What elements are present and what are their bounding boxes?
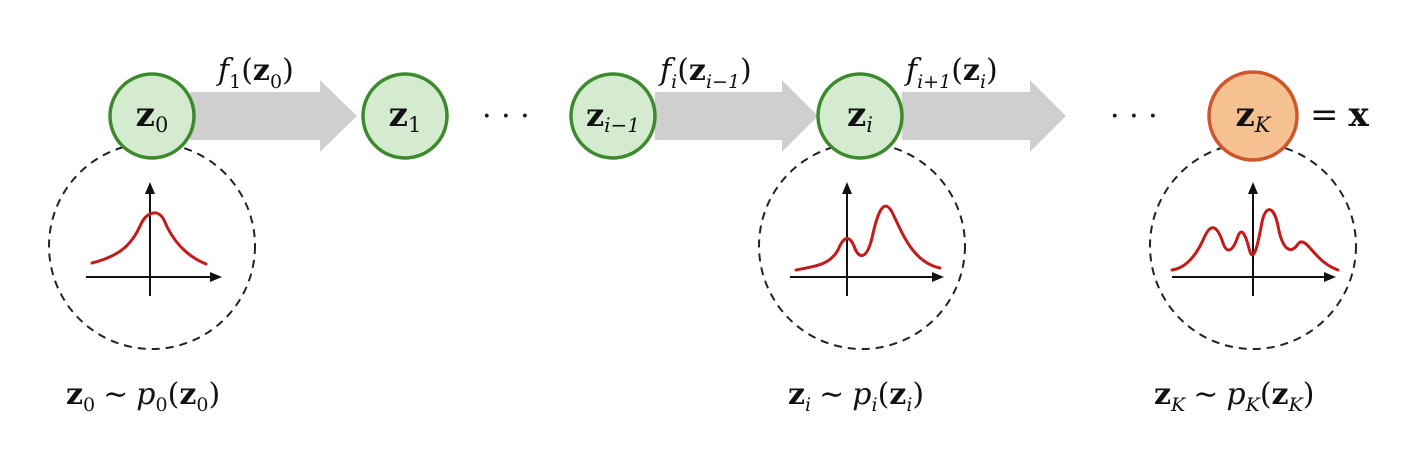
arrow-label-fi1: fi+1(zi)	[904, 53, 998, 93]
flow-arrow-f1	[190, 80, 357, 152]
node-z1	[361, 72, 449, 160]
plot-axes-i	[790, 182, 944, 296]
node-z1-label: z1	[389, 95, 422, 137]
node-zi	[816, 72, 904, 160]
node-zim1	[569, 72, 657, 160]
arrow-label-fi: fi(zi−1)	[658, 53, 752, 93]
density-curve-0	[90, 211, 208, 266]
plot-axes-K	[1172, 182, 1336, 296]
ellipsis-right: · · ·	[1110, 99, 1158, 134]
distribution-label-0: z0∼p0(z0)	[66, 377, 220, 416]
flow-arrow-fi	[655, 80, 818, 152]
distribution-circle-0	[48, 142, 256, 350]
node-z0-label: z0	[136, 95, 169, 137]
distribution-circle-K	[1149, 142, 1357, 350]
arrow-label-f1: f1(z0)	[216, 53, 294, 93]
node-zK	[1207, 70, 1299, 162]
plot-axes-0	[86, 182, 222, 296]
ellipsis-left: · · ·	[482, 99, 530, 134]
distribution-circle-i	[758, 142, 966, 350]
node-zim1-label: zi−1	[586, 96, 640, 137]
density-curve-i	[794, 204, 942, 272]
equals-x-label: =x	[1310, 95, 1370, 135]
distribution-label-K: zK∼pK(zK)	[1154, 377, 1315, 416]
node-zi-label: zi	[847, 95, 873, 137]
node-z0	[108, 72, 196, 160]
node-zK-label: zK	[1235, 95, 1271, 137]
flow-arrow-fi1	[902, 80, 1066, 152]
distribution-label-i: zi∼pi(zi)	[788, 377, 924, 416]
density-curve-K	[1170, 208, 1340, 272]
